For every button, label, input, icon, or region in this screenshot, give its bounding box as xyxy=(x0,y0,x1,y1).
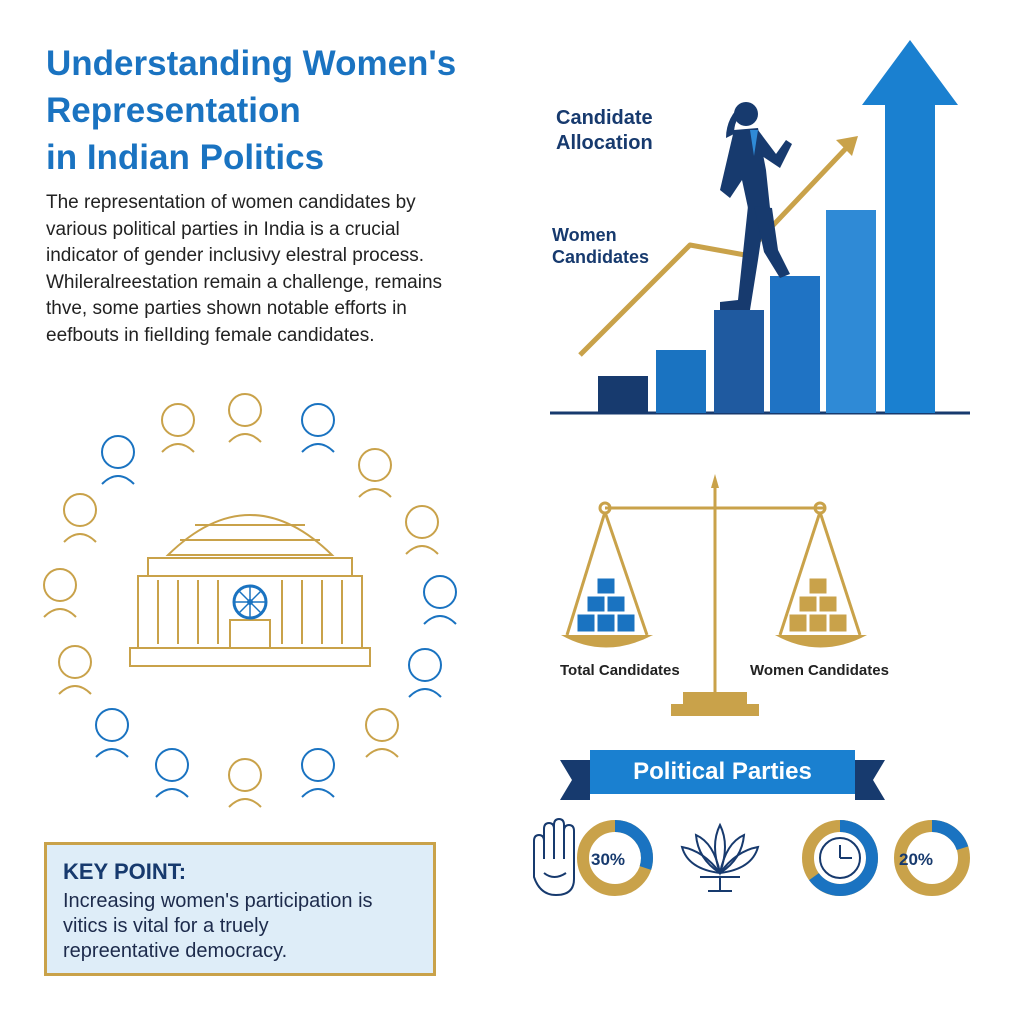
gold-boxes-icon xyxy=(788,577,848,633)
party-percent: 20% xyxy=(899,850,934,869)
women-candidates-scale-label: Women Candidates xyxy=(750,662,889,679)
growth-bar xyxy=(826,210,876,413)
key-point-line: vitics is vital for a truely xyxy=(63,915,269,937)
woman-face-icon xyxy=(58,645,92,695)
hand-symbol-icon xyxy=(533,817,575,897)
intro-line: The representation of women candidates b… xyxy=(46,192,416,213)
parliament-building-icon xyxy=(129,514,371,667)
key-point-line: Increasing women's participation is xyxy=(63,890,373,912)
party-percent: 30% xyxy=(591,850,626,869)
woman-face-icon xyxy=(301,403,335,453)
woman-climbing-icon xyxy=(720,102,792,310)
banner-ribbon xyxy=(560,750,885,800)
key-point-line: repreentative democracy. xyxy=(63,940,288,962)
party-ring-progress xyxy=(894,820,970,896)
intro-line: eefbouts in fielIding female candidates. xyxy=(46,324,375,346)
woman-face-icon xyxy=(63,493,97,543)
woman-face-icon xyxy=(95,708,129,758)
intro-line: thve, some parties shown notable efforts… xyxy=(46,298,407,319)
woman-face-icon xyxy=(228,758,262,808)
woman-face-icon xyxy=(161,403,195,453)
total-candidates-label: Total Candidates xyxy=(560,662,680,679)
intro-paragraph: The representation of women candidates b… xyxy=(46,190,496,349)
lotus-symbol-icon xyxy=(680,822,760,892)
woman-face-icon xyxy=(43,568,77,618)
woman-face-icon xyxy=(228,393,262,443)
ashoka-chakra-icon xyxy=(232,584,268,620)
women-candidates-label: Women Candidates xyxy=(552,225,650,267)
page-title: Understanding Women's Representation in … xyxy=(46,44,457,177)
right-pan xyxy=(775,635,867,648)
party-ring-progress xyxy=(802,820,878,896)
blue-boxes-icon xyxy=(576,577,636,633)
woman-face-icon xyxy=(408,648,442,698)
woman-face-icon xyxy=(365,708,399,758)
woman-face-icon xyxy=(155,748,189,798)
intro-line: various political parties in India is a … xyxy=(46,218,400,240)
candidate-allocation-label: Candidate Allocation xyxy=(556,107,653,154)
growth-bar xyxy=(656,350,706,413)
balance-scale-illustration xyxy=(561,474,867,716)
key-point-body: Increasing women's participation is viti… xyxy=(63,889,417,964)
party-symbols-row xyxy=(533,817,970,897)
intro-line: Whileralreestation remain a challenge, r… xyxy=(46,271,443,293)
clock-symbol-icon xyxy=(819,837,861,879)
trend-arrowhead-icon xyxy=(836,136,858,156)
woman-face-icon xyxy=(358,448,392,498)
growth-arrow-icon xyxy=(862,40,958,413)
woman-face-icon xyxy=(423,575,457,625)
woman-face-icon xyxy=(405,505,439,555)
woman-face-icon xyxy=(101,435,135,485)
intro-line: indicator of gender inclusivy elestral p… xyxy=(46,245,425,266)
key-point-heading: KEY POINT: xyxy=(63,859,187,884)
political-parties-banner: Political Parties xyxy=(633,758,812,785)
party-ring-progress xyxy=(577,820,653,896)
growth-chart-illustration xyxy=(550,40,970,415)
woman-face-icon xyxy=(301,748,335,798)
trend-line xyxy=(578,140,854,357)
left-pan xyxy=(561,635,653,648)
growth-bar xyxy=(714,310,764,413)
growth-bar xyxy=(598,376,648,413)
growth-bar xyxy=(770,276,820,413)
key-point-box: KEY POINT: Increasing women's participat… xyxy=(44,842,436,976)
parliament-circle-illustration xyxy=(43,393,457,808)
